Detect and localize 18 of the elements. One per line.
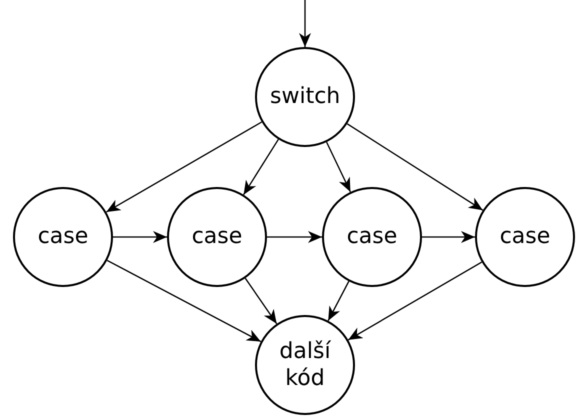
arrow [346,123,484,211]
arrow [243,138,279,196]
node-label: case [346,223,398,251]
arrow [106,260,262,342]
arrow [326,142,351,192]
arrow [422,231,475,243]
arrow [244,278,278,324]
node-label: case [498,223,552,251]
node-label: case [36,223,90,251]
arrow [328,281,350,321]
arrow [348,262,482,340]
node-label: case [190,223,244,251]
arrow [267,231,322,243]
arrow [106,121,262,213]
node-label: switch [270,83,340,111]
node-label: další kód [278,338,332,392]
arrow [299,0,311,47]
arrow [113,231,167,243]
